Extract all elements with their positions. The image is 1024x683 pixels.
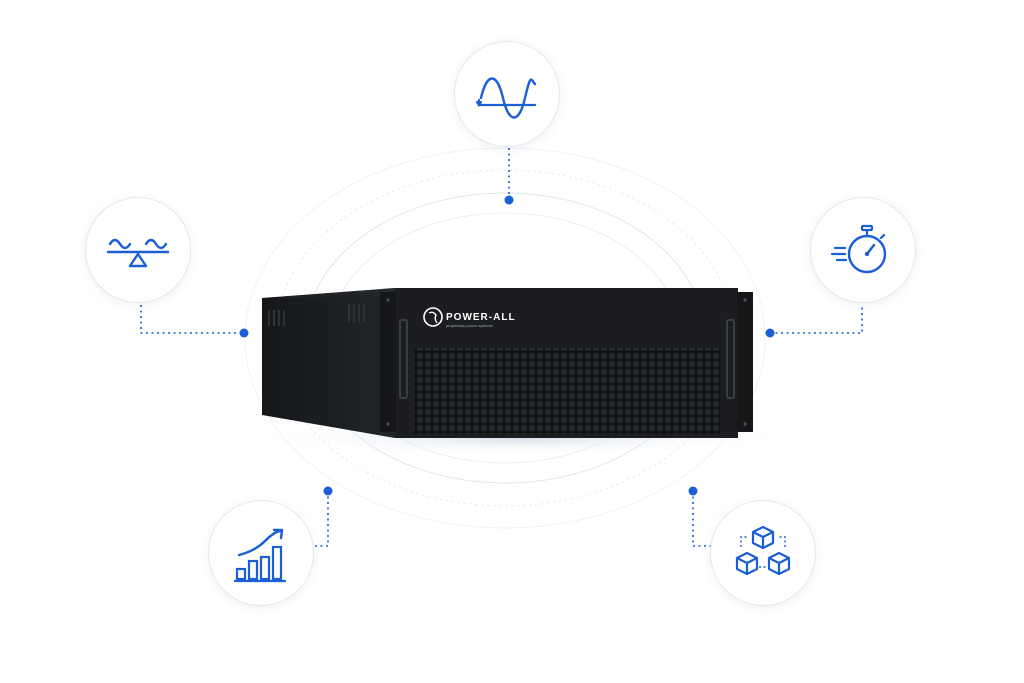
connector-dots <box>239 195 775 496</box>
brand-name: POWER-ALL <box>446 312 516 323</box>
cubes-modules-icon <box>735 525 791 576</box>
connector-right <box>770 305 863 334</box>
connector-bottom-right <box>692 491 712 547</box>
power-unit-chassis: POWER-ALL proprietary power systems <box>240 288 800 456</box>
feature-balance <box>85 197 191 303</box>
feature-stopwatch <box>810 197 916 303</box>
feature-modules <box>710 500 816 606</box>
balance-scale-icon <box>106 238 170 268</box>
feature-growth <box>208 500 314 606</box>
feature-sine-wave <box>454 41 560 147</box>
front-vent-grill <box>414 348 720 434</box>
connector-lines <box>140 148 863 547</box>
bar-chart-growth-icon <box>233 528 287 583</box>
stopwatch-icon <box>830 224 887 274</box>
sine-wave-icon <box>475 77 537 119</box>
connector-bottom-left <box>313 491 329 547</box>
brand-tagline: proprietary power systems <box>446 323 493 328</box>
connector-left <box>140 305 244 334</box>
brand-logo: POWER-ALL proprietary power systems <box>423 307 516 328</box>
